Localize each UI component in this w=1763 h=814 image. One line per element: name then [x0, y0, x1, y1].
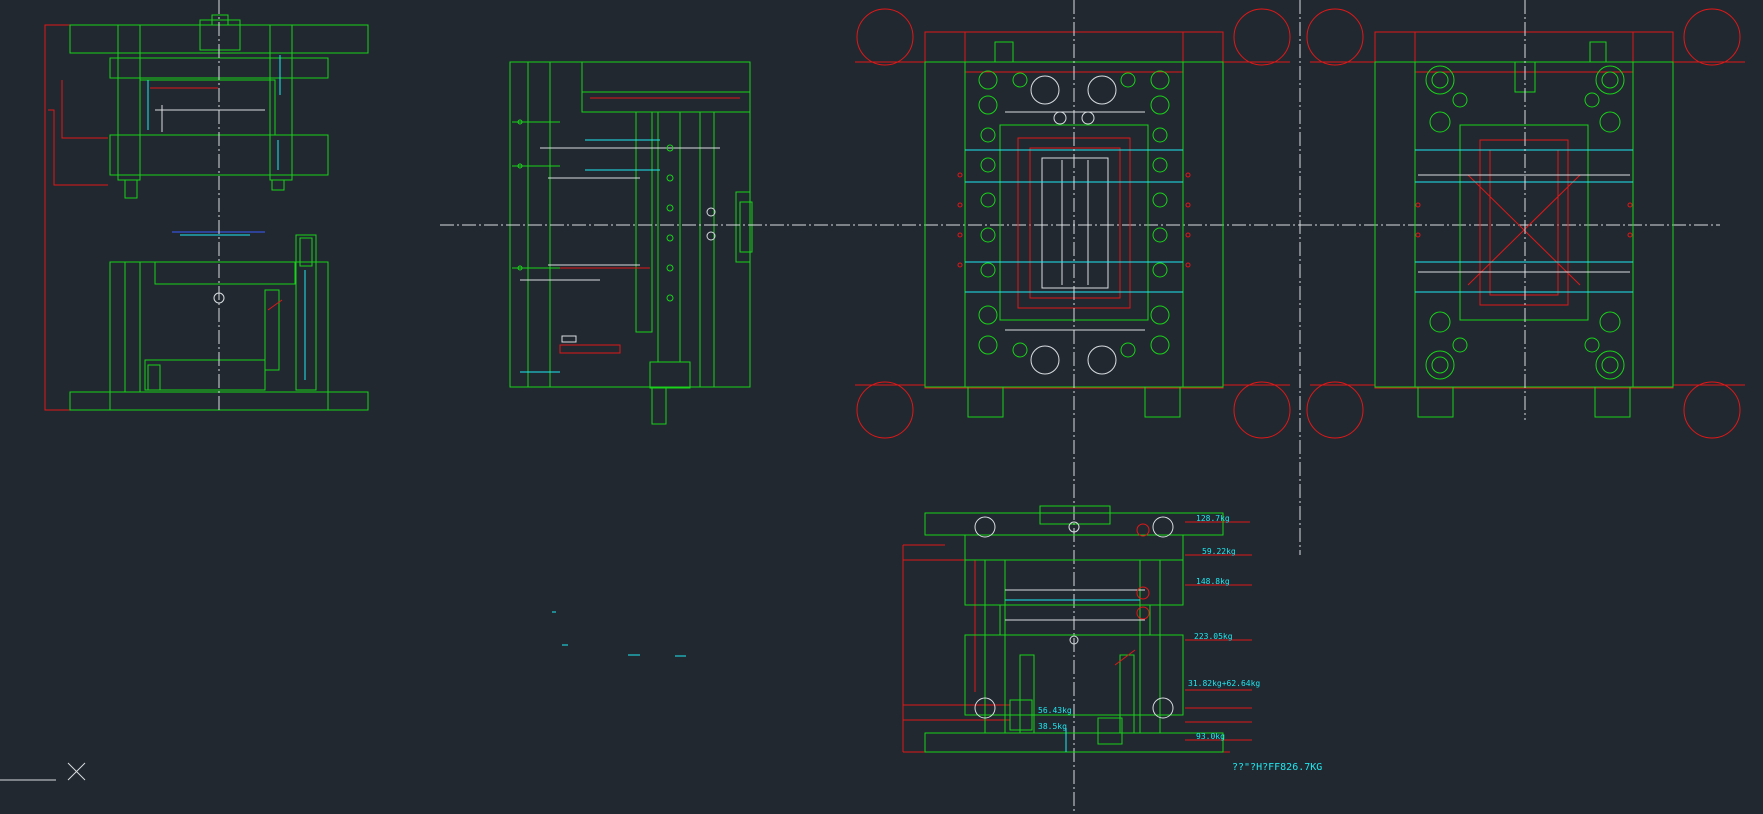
weight-label-1: 128.7kg	[1196, 514, 1230, 523]
side-section-view	[44, 0, 369, 411]
plan-view-bottom	[1299, 0, 1745, 555]
end-section-view	[509, 61, 753, 657]
weight-labels: 128.7kg 59.22kg 148.8kg 223.05kg 31.82kg…	[1038, 514, 1322, 773]
weight-label-6: 56.43kg	[1038, 706, 1072, 715]
weight-label-5: 31.82kg+62.64kg	[1188, 679, 1260, 688]
total-weight-label: ??"?H?FF826.7KG	[1232, 762, 1322, 773]
weight-label-3: 148.8kg	[1196, 577, 1230, 586]
weight-label-4: 223.05kg	[1194, 632, 1233, 641]
weight-label-7: 38.5kg	[1038, 722, 1067, 731]
weight-label-2: 59.22kg	[1202, 547, 1236, 556]
weight-label-8: 93.0kg	[1196, 732, 1225, 741]
front-section-view	[902, 505, 1252, 753]
ucs-axis-icon	[0, 762, 86, 781]
plan-view-top	[855, 0, 1291, 814]
